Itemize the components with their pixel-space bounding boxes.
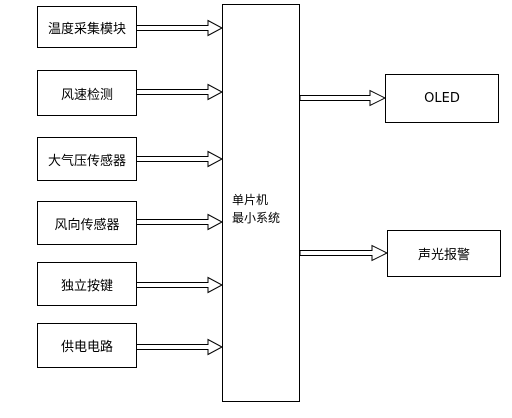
input-box-temperature: 温度采集模块 bbox=[37, 6, 137, 48]
arrow-wind-speed bbox=[135, 83, 224, 101]
output-box-alarm: 声光报警 bbox=[387, 230, 501, 277]
mcu-label-line1: 单片机 bbox=[232, 193, 269, 207]
arrow-alarm bbox=[299, 244, 389, 262]
arrow-temp bbox=[135, 19, 224, 37]
input-box-wind-speed: 风速检测 bbox=[37, 70, 137, 116]
input-label-keys: 独立按键 bbox=[60, 278, 113, 294]
input-label-wind-direction: 风向传感器 bbox=[54, 217, 120, 233]
input-box-keys: 独立按键 bbox=[37, 262, 137, 306]
arrow-keys bbox=[135, 276, 224, 294]
arrow-wind-direction bbox=[135, 213, 224, 231]
mcu-label: 单片机 最小系统 bbox=[232, 191, 280, 227]
arrow-pressure bbox=[135, 150, 224, 168]
input-label-pressure: 大气压传感器 bbox=[47, 153, 126, 169]
output-label-oled: OLED bbox=[424, 91, 460, 106]
input-box-power: 供电电路 bbox=[37, 323, 137, 368]
arrow-oled bbox=[299, 89, 387, 107]
input-box-wind-direction: 风向传感器 bbox=[37, 201, 137, 245]
input-label-power: 供电电路 bbox=[60, 340, 113, 355]
output-label-alarm: 声光报警 bbox=[417, 248, 470, 263]
arrow-power bbox=[135, 338, 224, 356]
input-label-wind-speed: 风速检测 bbox=[60, 87, 113, 103]
input-box-pressure: 大气压传感器 bbox=[37, 137, 137, 181]
mcu-label-line2: 最小系统 bbox=[232, 211, 281, 225]
input-label-temperature: 温度采集模块 bbox=[47, 21, 126, 37]
mcu-block: 单片机 最小系统 bbox=[222, 4, 300, 402]
output-box-oled: OLED bbox=[385, 74, 499, 123]
